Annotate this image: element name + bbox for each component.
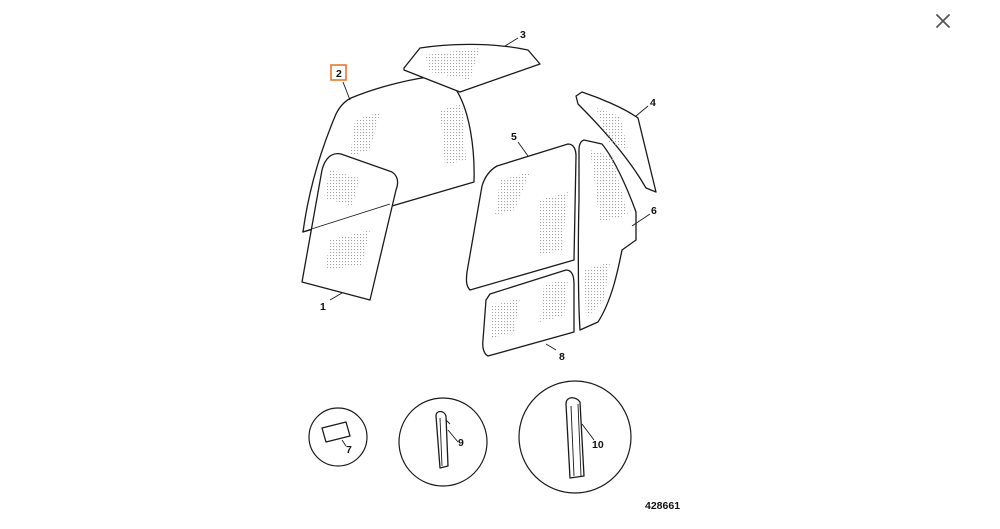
close-button[interactable] [926,4,960,38]
drawing-number: 428661 [645,500,680,512]
callout-6[interactable]: 6 [651,205,657,217]
part-1-window [301,152,399,301]
detail-part-7: 7 [308,407,368,467]
callout-8[interactable]: 8 [559,351,565,363]
callout-9[interactable]: 9 [458,437,464,449]
part-4-window [575,91,657,193]
close-icon [936,14,950,28]
part-8-panel [482,269,575,357]
callout-2[interactable]: 2 [336,68,342,80]
callout-3[interactable]: 3 [520,29,526,41]
callout-10[interactable]: 10 [592,439,604,451]
part-6-window [577,139,637,331]
detail-part-9: 9 [398,397,488,487]
callout-7[interactable]: 7 [346,444,352,456]
part-5-window [465,143,577,291]
highlight-box [330,64,347,81]
detail-part-10: 10 [518,380,632,494]
callout-1[interactable]: 1 [320,301,326,313]
callout-4[interactable]: 4 [650,97,656,109]
callout-5[interactable]: 5 [511,131,517,143]
part-3-roof [403,43,541,93]
